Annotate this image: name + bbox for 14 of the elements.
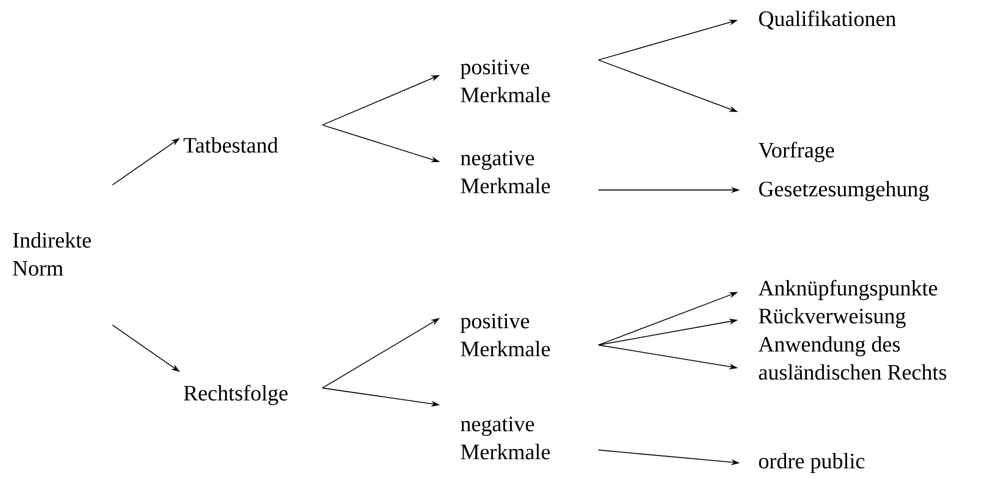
node-text: positive Merkmale [460, 314, 550, 356]
node-text: Anknüpfungspunkte [758, 280, 938, 300]
node-text: Indirekte Norm [12, 232, 91, 276]
node-text: ordre public [759, 453, 864, 473]
node-text: Tatbestand [184, 137, 278, 153]
node-text: negative Merkmale [460, 416, 550, 460]
node-text: Rückverweisung [758, 308, 906, 328]
node-text: positive Merkmale [460, 60, 550, 102]
node-text: Qualifikationen [759, 10, 896, 30]
node-text: Gesetzesumgehung [759, 181, 929, 202]
node-text: negative Merkmale [460, 150, 550, 194]
node-text: Anwendung des ausländischen Rechts [758, 336, 946, 380]
node-text: Vorfrage [758, 142, 834, 162]
node-text: Rechtsfolge [184, 384, 288, 406]
